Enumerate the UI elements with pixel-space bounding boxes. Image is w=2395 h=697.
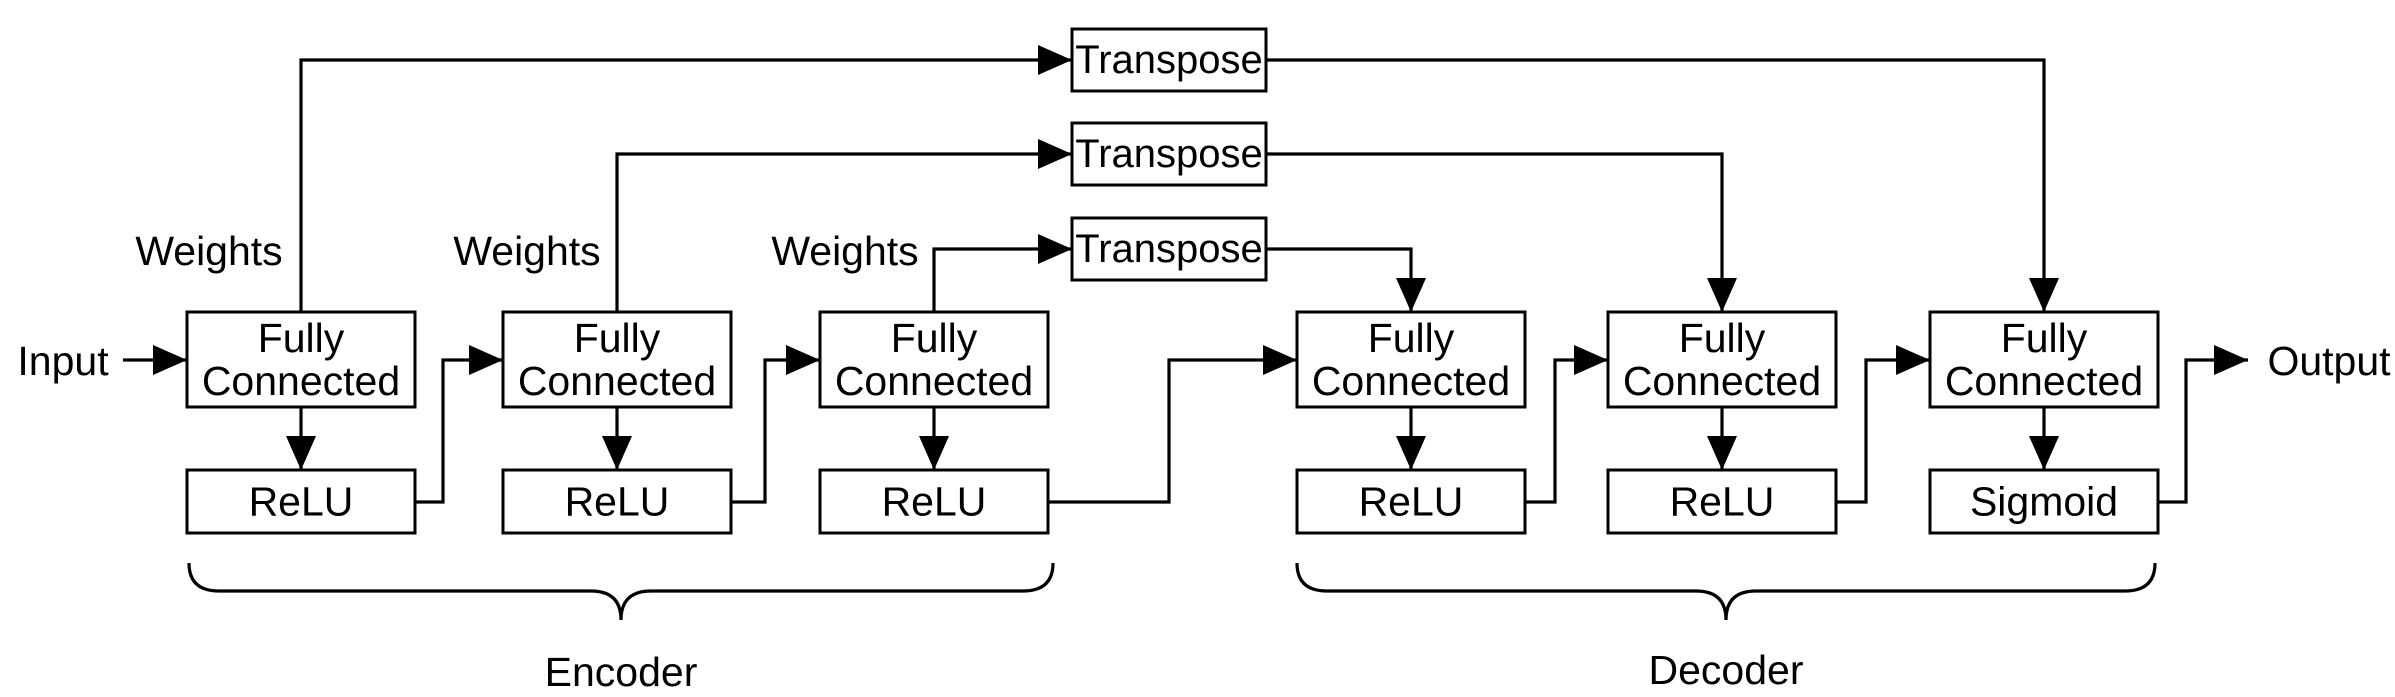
- node-box-fc-decoder-1: [1295, 310, 1527, 409]
- node-label-fc-encoder-1-line1: Fully: [258, 315, 345, 361]
- encoder-label: Encoder: [545, 649, 698, 695]
- node-label-relu-decoder-1-line1: ReLU: [1359, 479, 1464, 525]
- node-box-transpose-1: [1070, 27, 1268, 93]
- node-relu-encoder-3: ReLU: [818, 468, 1050, 535]
- node-label-fc-encoder-2-line2: Connected: [518, 358, 716, 404]
- node-transpose-3: Transpose: [1070, 216, 1268, 282]
- edge-fc1-to-transpose1: [299, 45, 1072, 312]
- node-box-fc-encoder-1: [185, 310, 417, 409]
- node-label-fc-decoder-2-line1: Fully: [1679, 315, 1766, 361]
- node-box-fc-encoder-2: [501, 310, 733, 409]
- node-transpose-2: Transpose: [1070, 121, 1268, 187]
- node-box-relu-decoder-2: [1606, 468, 1838, 535]
- node-label-relu-decoder-2-line1: ReLU: [1670, 479, 1775, 525]
- input-label: Input: [17, 338, 109, 384]
- edge-transpose2-to-fc5: [1266, 152, 1737, 312]
- edge-transpose3-to-fc4: [1266, 247, 1426, 312]
- node-label-transpose-3-line1: Transpose: [1075, 227, 1263, 271]
- edge-fc3-to-transpose3: [932, 234, 1072, 312]
- node-label-fc-decoder-3-line2: Connected: [1945, 358, 2143, 404]
- edge-fc2-to-transpose2: [615, 139, 1072, 312]
- node-box-relu-encoder-3: [818, 468, 1050, 535]
- node-box-relu-encoder-1: [185, 468, 417, 535]
- node-box-transpose-2: [1070, 121, 1268, 187]
- node-label-fc-encoder-3-line1: Fully: [891, 315, 978, 361]
- node-box-relu-encoder-2: [501, 468, 733, 535]
- node-box-fc-decoder-3: [1928, 310, 2160, 409]
- node-label-transpose-2-line1: Transpose: [1075, 132, 1263, 176]
- weights-label-3: Weights: [771, 228, 918, 274]
- node-label-fc-encoder-1-line2: Connected: [202, 358, 400, 404]
- encoder-brace: [187, 562, 1055, 621]
- node-label-fc-decoder-3-line1: Fully: [2001, 315, 2088, 361]
- edge-relu2-to-fc3: [731, 345, 820, 504]
- edge-relu4-to-fc5: [1525, 345, 1608, 504]
- output-label: Output: [2267, 338, 2391, 384]
- node-relu-decoder-2: ReLU: [1606, 468, 1838, 535]
- node-label-fc-encoder-3-line2: Connected: [835, 358, 1033, 404]
- node-label-relu-encoder-2-line1: ReLU: [565, 479, 670, 525]
- node-label-fc-decoder-1-line1: Fully: [1368, 315, 1455, 361]
- weights-label-2: Weights: [453, 228, 600, 274]
- node-label-fc-decoder-2-line2: Connected: [1623, 358, 1821, 404]
- edge-relu1-to-fc2: [415, 345, 503, 504]
- node-sigmoid: Sigmoid: [1928, 468, 2160, 535]
- node-label-fc-encoder-2-line1: Fully: [574, 315, 661, 361]
- node-label-relu-encoder-3-line1: ReLU: [882, 479, 987, 525]
- edge-relu5-to-fc6: [1836, 345, 1930, 504]
- edge-sigmoid-to-output: [2158, 345, 2248, 504]
- node-relu-decoder-1: ReLU: [1295, 468, 1527, 535]
- edge-relu3-to-fc4: [1048, 345, 1297, 504]
- decoder-label: Decoder: [1649, 647, 1804, 693]
- edge-transpose1-to-fc6: [1266, 58, 2059, 312]
- weights-label-1: Weights: [135, 228, 282, 274]
- node-box-fc-encoder-3: [818, 310, 1050, 409]
- node-box-fc-decoder-2: [1606, 310, 1838, 409]
- node-relu-encoder-1: ReLU: [185, 468, 417, 535]
- node-box-sigmoid: [1928, 468, 2160, 535]
- node-label-fc-decoder-1-line2: Connected: [1312, 358, 1510, 404]
- node-label-transpose-1-line1: Transpose: [1075, 38, 1263, 82]
- node-box-relu-decoder-1: [1295, 468, 1527, 535]
- node-label-sigmoid-line1: Sigmoid: [1970, 479, 2118, 525]
- node-box-transpose-3: [1070, 216, 1268, 282]
- node-label-relu-encoder-1-line1: ReLU: [249, 479, 354, 525]
- node-relu-encoder-2: ReLU: [501, 468, 733, 535]
- decoder-brace: [1295, 562, 2157, 621]
- node-transpose-1: Transpose: [1070, 27, 1268, 93]
